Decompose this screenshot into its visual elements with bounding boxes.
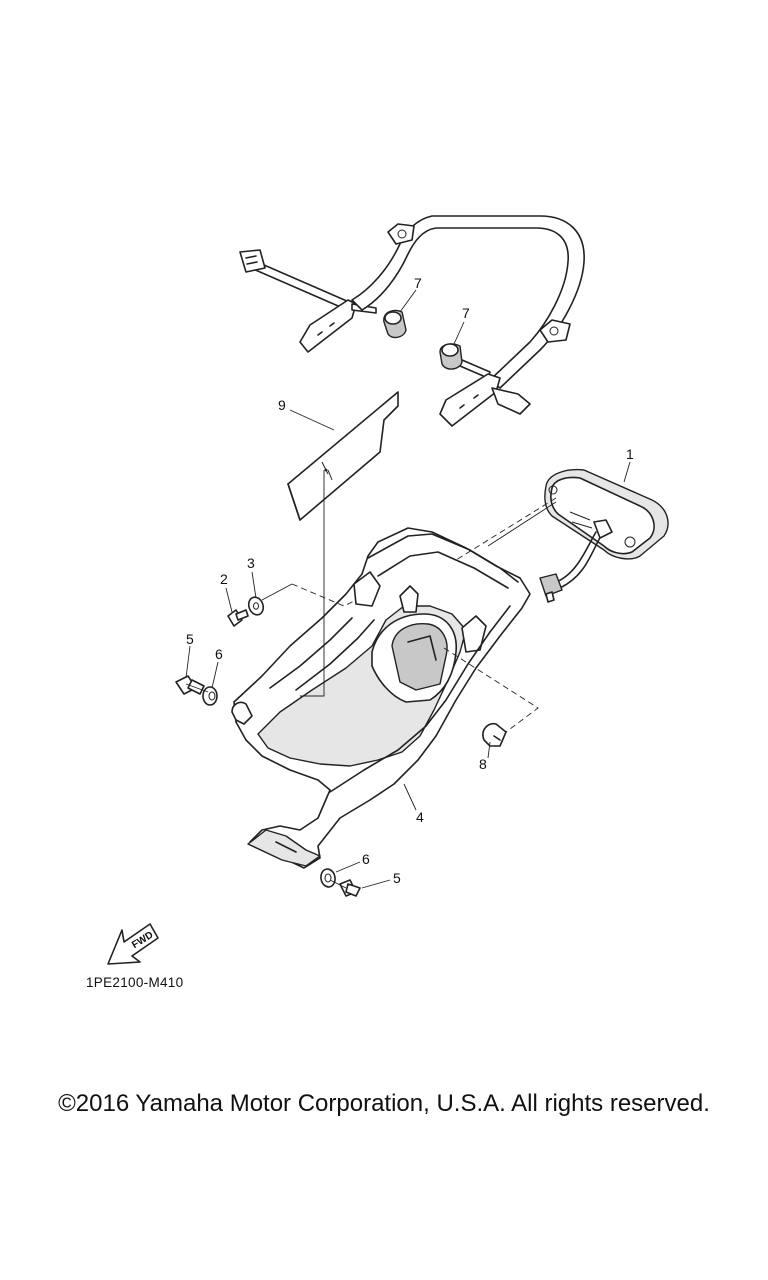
callout-5-upper: 5 — [186, 631, 194, 647]
tail-light-1 — [539, 468, 669, 603]
callout-9: 9 — [278, 397, 286, 413]
callout-1: 1 — [626, 446, 634, 462]
diagram-code: 1PE2100-M410 — [86, 975, 184, 990]
washer-3 — [247, 596, 265, 616]
fwd-arrow-icon: FWD — [107, 923, 159, 965]
rear-fender-4 — [231, 527, 531, 869]
damper-7-right — [439, 343, 463, 370]
collar-6-upper — [202, 686, 218, 706]
callouts: 1 2 3 4 5 5 6 6 7 7 8 9 — [185, 275, 634, 889]
callout-6-lower: 6 — [362, 851, 370, 867]
collar-6-lower — [320, 868, 336, 888]
assembly-lines — [185, 470, 557, 889]
bolt-2 — [227, 609, 249, 627]
callout-3: 3 — [247, 555, 255, 571]
callout-2: 2 — [220, 571, 228, 587]
callout-7-right: 7 — [462, 305, 470, 321]
callout-4: 4 — [416, 809, 424, 825]
grab-bar — [239, 215, 585, 427]
callout-8: 8 — [479, 756, 487, 772]
bolt-5-lower — [339, 879, 361, 897]
damper-7-left — [383, 309, 407, 339]
callout-5-lower: 5 — [393, 870, 401, 886]
callout-6-upper: 6 — [215, 646, 223, 662]
copyright-notice: ©2016 Yamaha Motor Corporation, U.S.A. A… — [58, 1090, 710, 1117]
clamp-8 — [482, 722, 507, 747]
callout-7-left: 7 — [414, 275, 422, 291]
plate-9 — [287, 391, 399, 521]
